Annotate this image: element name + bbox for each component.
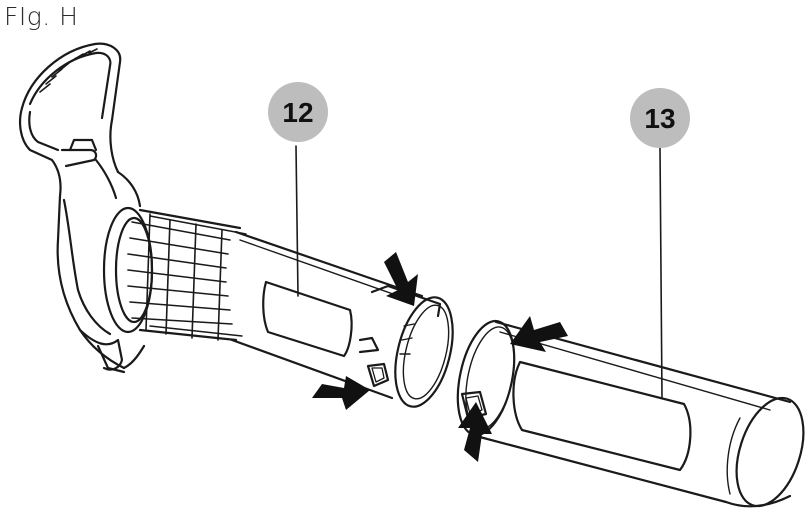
- arrow-icon: [312, 376, 370, 410]
- leader-line-13: [660, 148, 662, 398]
- intake-grid: [104, 208, 246, 340]
- callout-13: 13: [630, 88, 690, 148]
- arrow-icon: [510, 316, 568, 352]
- leader-line-12: [296, 146, 298, 296]
- arrow-icon: [458, 402, 492, 462]
- callout-13-label: 13: [644, 103, 675, 134]
- arrow-icon: [384, 252, 418, 306]
- tube-13: [449, 316, 806, 515]
- callout-12: 12: [268, 82, 328, 142]
- callout-12-label: 12: [282, 97, 313, 128]
